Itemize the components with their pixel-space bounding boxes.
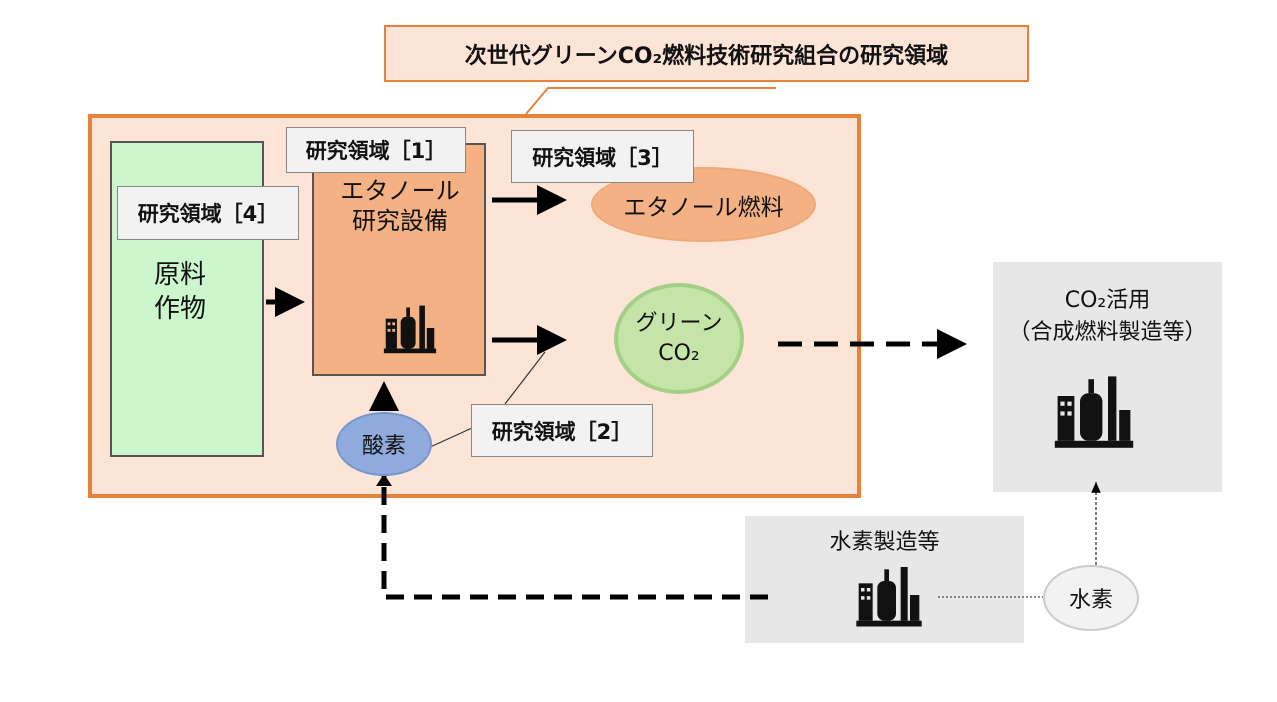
co2-use-box — [993, 262, 1222, 492]
raw-crops-label: 原料 作物 — [153, 260, 206, 324]
tag-research-area-3: 研究領域［3］ — [511, 130, 694, 183]
oxygen-label: 酸素 — [361, 434, 406, 459]
tag-research-area-3-label: 研究領域［3］ — [532, 145, 673, 170]
hydrogen-label: 水素 — [1068, 588, 1113, 613]
title-connector — [525, 87, 776, 115]
hydrogen-production-label: 水素製造等 — [829, 530, 940, 555]
diagram-title: 次世代グリーンCO₂燃料技術研究組合の研究領域 — [464, 43, 949, 69]
green-co2-label-2: CO₂ — [658, 340, 700, 366]
hydrogen-node: 水素 — [1043, 565, 1139, 631]
tag-research-area-1: 研究領域［1］ — [286, 127, 466, 173]
tag-research-area-1-label: 研究領域［1］ — [305, 139, 447, 163]
tag-research-area-2: 研究領域［2］ — [471, 404, 653, 457]
factory-icon — [856, 567, 922, 627]
ethanol-fuel-label: エタノール燃料 — [623, 194, 784, 221]
arrow-h2prod-to-oxygen — [381, 486, 768, 600]
green-co2-label-1: グリーン — [635, 310, 723, 336]
factory-icon — [383, 305, 437, 354]
co2-use-label: CO₂活用 （合成燃料製造等） — [1008, 288, 1207, 345]
factory-icon — [1054, 376, 1134, 448]
tag-research-area-4-label: 研究領域［4］ — [137, 202, 279, 226]
title-box: 次世代グリーンCO₂燃料技術研究組合の研究領域 — [384, 25, 1029, 82]
ethanol-facility-label: エタノール 研究設備 — [340, 177, 460, 235]
tag-research-area-2-label: 研究領域［2］ — [491, 419, 633, 444]
green-co2-node: グリーン CO₂ — [614, 283, 744, 394]
tag-research-area-4: 研究領域［4］ — [117, 186, 299, 240]
ethanol-facility-box — [312, 143, 486, 376]
oxygen-node: 酸素 — [336, 412, 432, 476]
tag-area-2-leader — [504, 351, 546, 405]
oxygen-tag-leader — [427, 427, 473, 449]
